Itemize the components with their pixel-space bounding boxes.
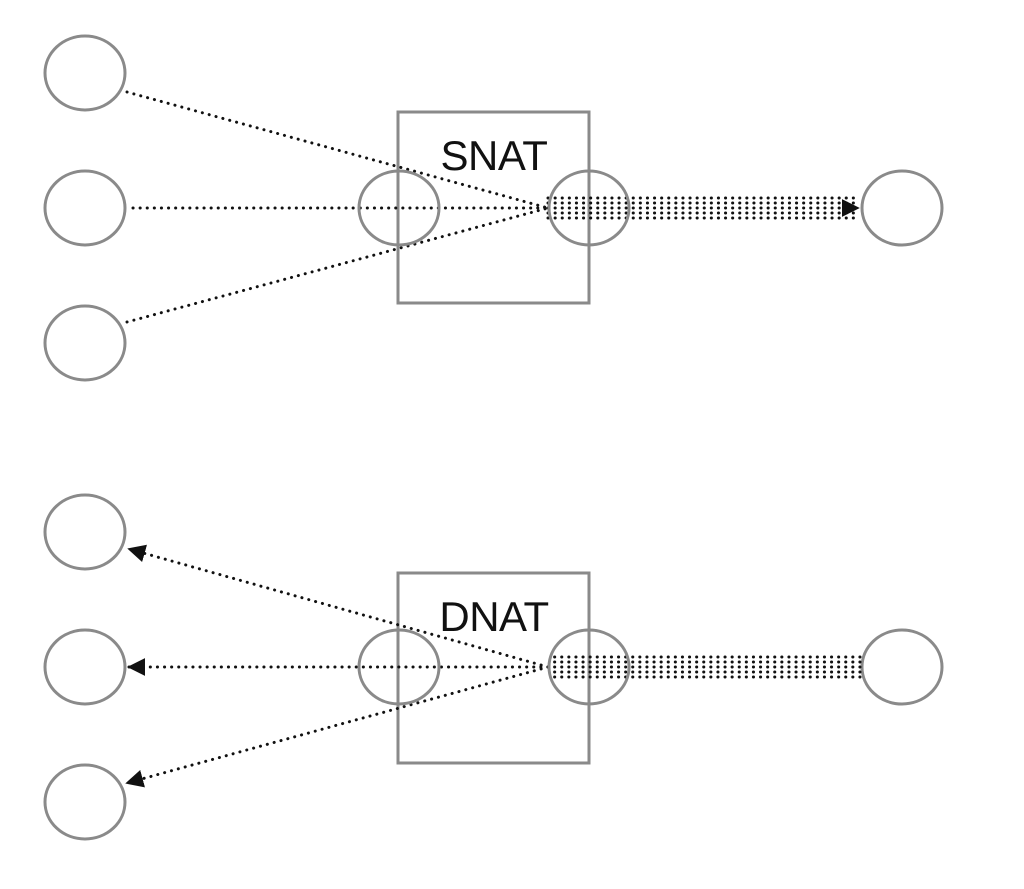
dnat-destination-node-1 [43, 493, 127, 571]
snat-label: SNAT [441, 132, 548, 179]
dnat-destination-node-3 [43, 763, 127, 841]
dnat-label: DNAT [439, 593, 548, 640]
dnat-flows [125, 544, 862, 788]
snat-inside-interface [357, 169, 441, 247]
snat-destination-node [860, 169, 944, 247]
snat-source-node-1 [43, 34, 127, 112]
snat-flows [125, 90, 860, 324]
dnat-group: DNAT [43, 493, 944, 841]
snat-source-node-3 [43, 304, 127, 382]
dnat-outside-interface [547, 628, 631, 706]
snat-flow-3-in [125, 206, 550, 324]
dnat-destination-node-2 [43, 628, 127, 706]
snat-source-node-2 [43, 169, 127, 247]
dnat-flow-1-out [127, 544, 550, 669]
dnat-source-node [860, 628, 944, 706]
snat-group: SNAT [43, 34, 944, 382]
dnat-inside-interface [357, 628, 441, 706]
snat-outside-interface [547, 169, 631, 247]
